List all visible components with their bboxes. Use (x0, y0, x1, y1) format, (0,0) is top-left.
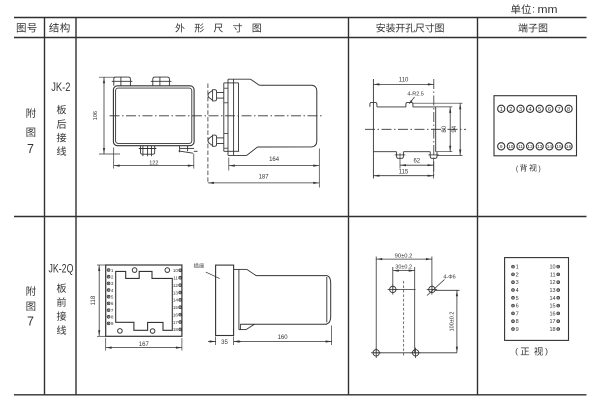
svg-text:15: 15 (173, 305, 179, 310)
svg-text:6: 6 (111, 301, 114, 306)
svg-text:8: 8 (567, 107, 570, 113)
svg-text:4: 4 (516, 288, 519, 294)
svg-text:16: 16 (566, 144, 572, 150)
svg-text:2: 2 (509, 107, 512, 113)
svg-text:35: 35 (221, 340, 228, 346)
svg-text:16: 16 (173, 312, 179, 317)
svg-text:7: 7 (111, 308, 114, 313)
svg-text:3: 3 (516, 280, 519, 286)
svg-text:12: 12 (549, 280, 555, 286)
svg-text:(: ( (515, 346, 518, 356)
svg-text:13: 13 (549, 288, 555, 294)
svg-text:80: 80 (442, 125, 448, 132)
svg-text:18: 18 (549, 327, 555, 333)
svg-text:160: 160 (278, 335, 289, 341)
svg-text:8: 8 (111, 315, 114, 320)
svg-text:7: 7 (516, 311, 519, 317)
svg-text:mm: mm (538, 4, 558, 16)
svg-text:4-R2.5: 4-R2.5 (407, 92, 424, 98)
svg-text:(: ( (516, 166, 519, 173)
svg-text:106: 106 (93, 111, 99, 120)
svg-text:): ) (538, 166, 540, 173)
svg-text:5: 5 (538, 107, 541, 113)
svg-text:2: 2 (111, 275, 114, 280)
svg-text:17: 17 (549, 319, 555, 325)
svg-text:14: 14 (547, 144, 553, 150)
svg-text:10: 10 (173, 268, 179, 273)
svg-text:JK-2: JK-2 (51, 82, 70, 94)
svg-text:JK-2Q: JK-2Q (49, 261, 74, 275)
svg-text:15: 15 (556, 144, 562, 150)
svg-text:62: 62 (413, 159, 420, 165)
svg-text:13: 13 (537, 144, 543, 150)
svg-text:11: 11 (173, 276, 178, 281)
svg-text:10: 10 (508, 144, 514, 150)
svg-text:8: 8 (516, 319, 519, 325)
svg-text:12: 12 (173, 283, 179, 288)
svg-text:6: 6 (516, 304, 519, 310)
svg-text:115: 115 (399, 169, 409, 175)
svg-text:90±0.2: 90±0.2 (395, 253, 413, 259)
svg-text:17: 17 (173, 320, 179, 325)
svg-text:6: 6 (548, 107, 551, 113)
svg-text:122: 122 (149, 160, 158, 166)
svg-text:30±0.2: 30±0.2 (395, 265, 412, 271)
svg-text:11: 11 (518, 144, 523, 150)
svg-text:5: 5 (111, 295, 114, 300)
svg-text:11: 11 (550, 272, 556, 278)
svg-text:9: 9 (516, 327, 519, 333)
svg-text:94: 94 (452, 125, 458, 132)
svg-text:4: 4 (111, 288, 114, 293)
svg-text:4: 4 (529, 107, 532, 113)
svg-text:2: 2 (516, 272, 519, 278)
svg-text:13: 13 (173, 290, 179, 295)
svg-text:5: 5 (516, 296, 519, 302)
svg-text:1: 1 (111, 268, 114, 273)
svg-text:7: 7 (557, 107, 560, 113)
svg-text:): ) (545, 346, 548, 356)
svg-text:14: 14 (549, 296, 555, 302)
svg-text:7: 7 (27, 314, 34, 328)
svg-text:15: 15 (549, 304, 555, 310)
svg-text:18: 18 (173, 327, 179, 332)
svg-text:10: 10 (549, 265, 555, 271)
svg-text:7: 7 (27, 142, 34, 156)
svg-text:164: 164 (269, 157, 280, 163)
svg-text:118: 118 (91, 295, 97, 305)
svg-text:9: 9 (500, 144, 503, 150)
svg-text:9: 9 (111, 321, 114, 326)
svg-text:16: 16 (549, 311, 555, 317)
svg-text:1: 1 (516, 265, 519, 271)
svg-text:3: 3 (519, 107, 522, 113)
svg-text:187: 187 (259, 175, 270, 181)
svg-text::: : (532, 5, 535, 16)
svg-text:110: 110 (399, 78, 409, 84)
svg-text:167: 167 (139, 342, 150, 348)
svg-text:1: 1 (500, 107, 503, 113)
svg-text:3: 3 (111, 281, 114, 286)
svg-text:14: 14 (173, 298, 179, 303)
svg-text:4-Φ6: 4-Φ6 (443, 274, 455, 280)
svg-text:12: 12 (527, 144, 533, 150)
svg-text:100±0.2: 100±0.2 (450, 312, 456, 332)
